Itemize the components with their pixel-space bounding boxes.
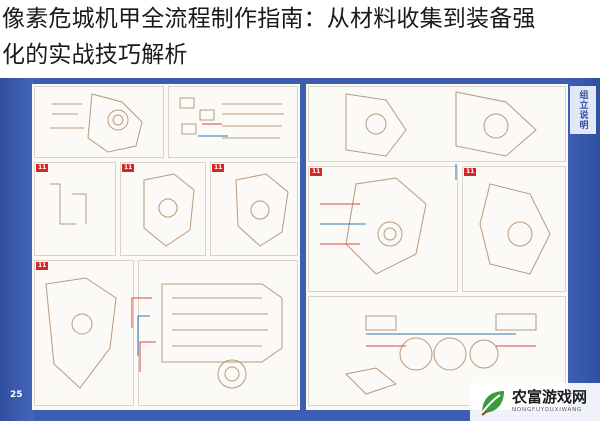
step-number: 11 bbox=[36, 262, 49, 270]
assembly-panel bbox=[120, 162, 206, 256]
step-number: 11 bbox=[36, 164, 49, 172]
article-title: 像素危城机甲全流程制作指南：从材料收集到装备强 化的实战技巧解析 bbox=[0, 0, 600, 78]
assembly-panel bbox=[34, 260, 134, 406]
section-tab-label: 组立说明 bbox=[577, 90, 588, 130]
assembly-panel bbox=[210, 162, 298, 256]
manual-left-border: 25 bbox=[0, 78, 34, 421]
article-title-line-1: 像素危城机甲全流程制作指南：从材料收集到装备强 bbox=[2, 6, 536, 32]
manual-right-border: 组立说明 bbox=[566, 78, 600, 421]
right-page-part-diagrams bbox=[320, 91, 551, 395]
step-number: 11 bbox=[122, 164, 135, 172]
step-number: 11 bbox=[212, 164, 225, 172]
manual-page-left: 11 11 11 11 bbox=[32, 84, 300, 410]
page-number: 25 bbox=[10, 390, 23, 400]
assembly-panel bbox=[34, 162, 116, 256]
assembly-panel bbox=[168, 86, 298, 158]
left-page-part-diagrams bbox=[45, 93, 289, 389]
site-watermark: 农富游戏网 NONGFUYOUXIWANG bbox=[470, 383, 600, 421]
step-number: 11 bbox=[464, 168, 477, 176]
assembly-panel bbox=[34, 86, 164, 158]
assembly-panel bbox=[308, 166, 458, 292]
watermark-url: NONGFUYOUXIWANG bbox=[512, 407, 583, 413]
article-title-line-2: 化的实战技巧解析 bbox=[2, 42, 188, 68]
section-tab: 组立说明 bbox=[570, 86, 596, 134]
leaf-logo-icon bbox=[481, 391, 504, 416]
manual-scan-image: 25 组立说明 11 11 11 11 bbox=[0, 78, 600, 421]
assembly-panel bbox=[308, 86, 566, 162]
assembly-panel bbox=[462, 166, 566, 292]
manual-page-right: 11 11 bbox=[306, 84, 568, 410]
step-number: 11 bbox=[310, 168, 323, 176]
watermark-name: 农富游戏网 bbox=[512, 388, 588, 406]
assembly-panel bbox=[308, 296, 566, 406]
